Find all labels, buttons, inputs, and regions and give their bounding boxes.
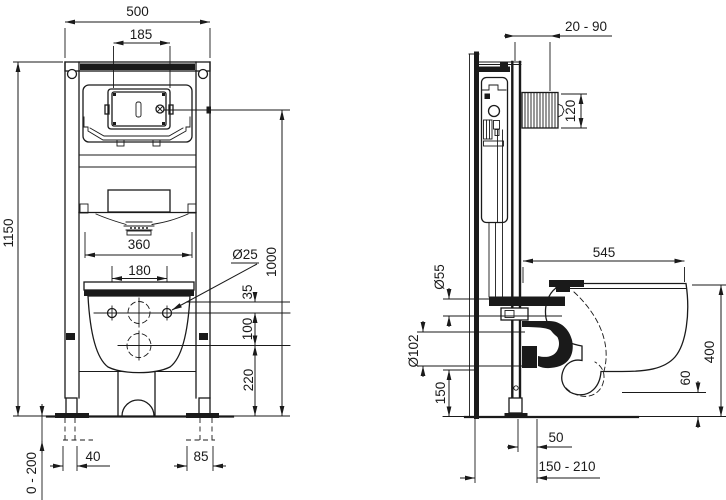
dim-rim-to-fixing: 35: [240, 284, 255, 299]
side-view: [442, 51, 726, 419]
dim-fixing-to-outlet: 100: [240, 318, 255, 341]
dim-drain-setout-range: 150 - 210: [538, 459, 595, 474]
dim-flush-plate-width: 185: [130, 27, 153, 42]
dim-foot-plate-width: 85: [193, 449, 208, 464]
dim-fixing-hole-dia: Ø25: [232, 247, 258, 262]
dim-frame-height: 1150: [1, 218, 16, 247]
dim-foot-adjust-range: 0 - 200: [24, 452, 39, 494]
dim-outlet-height: 220: [241, 369, 256, 392]
dim-bowl-clearance: 60: [678, 370, 693, 385]
dim-outlet-pipe-height: 150: [433, 382, 448, 405]
dim-frame-width: 500: [126, 4, 149, 19]
dimension-labels: 500 185 1150 1000 360 180 Ø25 35 100 220…: [1, 4, 717, 494]
actuator-center-mark: [155, 104, 165, 114]
dimensions: [13, 19, 726, 500]
dim-foot-offset: 40: [85, 449, 100, 464]
dim-inlet-pipe-dia: Ø55: [432, 264, 447, 290]
dim-finish-wall-range: 20 - 90: [565, 19, 607, 34]
dim-drain-offset: 50: [548, 430, 563, 445]
dim-fixing-centers: 180: [128, 263, 151, 278]
dim-bowl-top-height: 400: [702, 341, 717, 364]
front-view: [45, 61, 291, 418]
dim-actuator-box-height: 120: [563, 100, 578, 123]
dim-actuator-height: 1000: [264, 247, 279, 277]
dim-outlet-pipe-dia: Ø102: [406, 334, 421, 367]
dim-bowl-depth: 545: [593, 245, 616, 260]
actuator-box: [521, 91, 565, 129]
dim-bowl-width: 360: [128, 237, 151, 252]
